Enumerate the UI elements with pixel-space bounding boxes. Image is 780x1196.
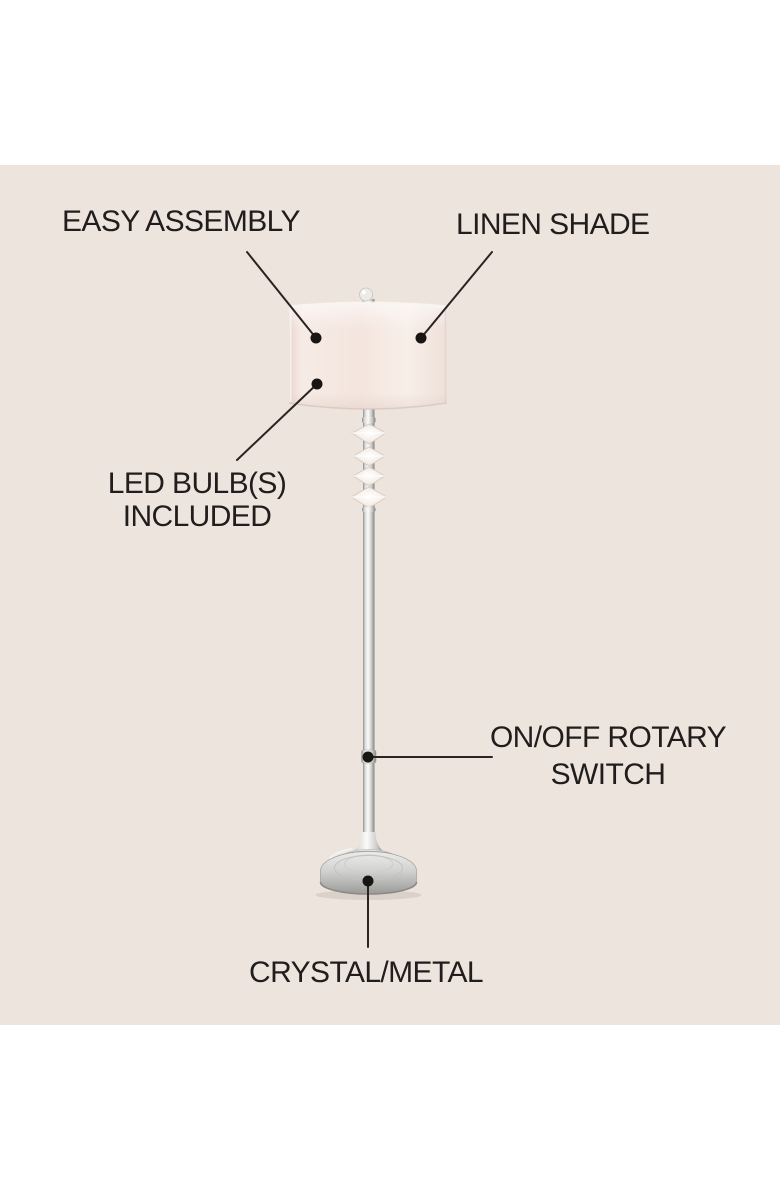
callout-label-led-bulbs-line1: LED BULB(S)	[107, 467, 287, 500]
callout-line-linen-shade	[420, 251, 493, 339]
callout-dot-led-bulbs	[311, 378, 323, 390]
callout-dots	[310, 332, 427, 887]
callout-line-led-bulbs	[236, 383, 318, 461]
callout-line-easy-assembly	[246, 251, 317, 339]
callout-dot-linen-shade	[415, 332, 427, 344]
callout-dot-crystal-metal	[362, 875, 374, 887]
callout-label-easy-assembly: EASY ASSEMBLY	[62, 205, 300, 238]
callout-label-led-bulbs: LED BULB(S) INCLUDED	[107, 467, 287, 533]
callout-dot-easy-assembly	[310, 332, 322, 344]
callout-label-rotary-switch: ON/OFF ROTARY SWITCH	[489, 719, 727, 793]
lamp-shade	[288, 301, 448, 410]
callout-lines	[236, 251, 493, 948]
callout-label-led-bulbs-line2: INCLUDED	[122, 500, 272, 533]
callout-dot-rotary-switch	[362, 751, 374, 763]
callout-label-rotary-switch-line1: ON/OFF ROTARY	[489, 721, 727, 754]
crystal-accents	[350, 417, 388, 512]
callout-label-crystal-metal: CRYSTAL/METAL	[249, 956, 484, 989]
callout-label-linen-shade: LINEN SHADE	[456, 208, 650, 241]
callout-label-rotary-switch-line2: SWITCH	[550, 758, 666, 791]
